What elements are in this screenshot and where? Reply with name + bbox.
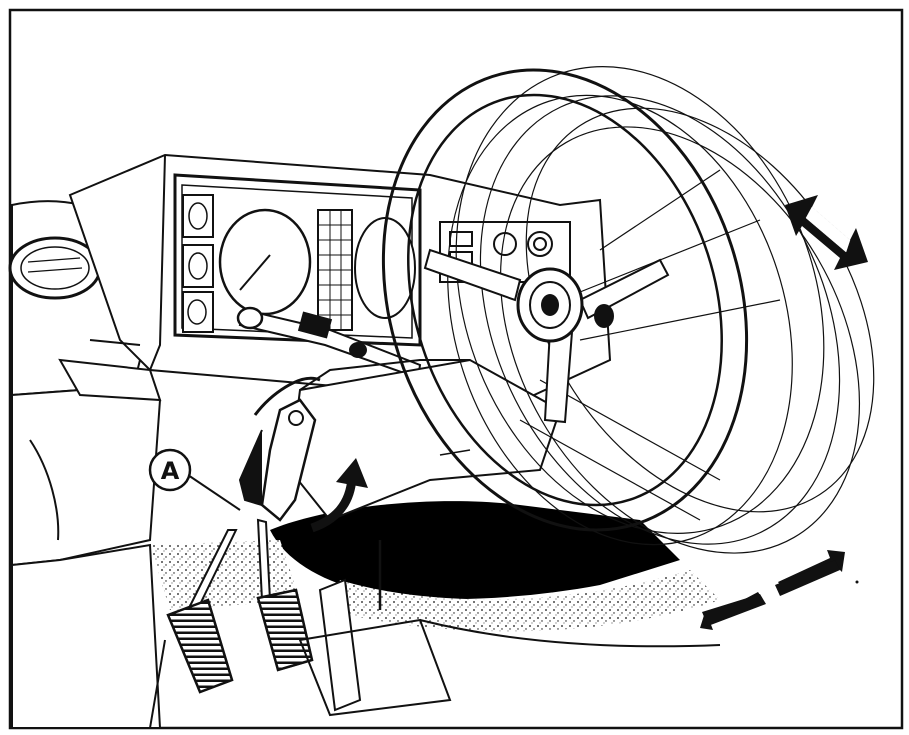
callout-a: A — [148, 448, 241, 511]
accelerator-area — [149, 578, 721, 729]
steering-wheel-icon — [381, 68, 749, 532]
pivot-arrow-icon — [310, 458, 368, 533]
warning-lights — [182, 194, 214, 333]
reach-arrow-icon — [700, 550, 845, 630]
tilt-arrow-icon — [785, 195, 868, 270]
brake-pedal — [256, 518, 314, 672]
column-adjust-lever — [238, 398, 317, 522]
bar-display — [317, 209, 353, 331]
callout-a-label: A — [161, 457, 180, 485]
steering-wheel-ghost-positions — [447, 66, 875, 554]
instrument-cluster — [173, 173, 422, 347]
air-vent — [8, 236, 102, 300]
indicator-stalk — [236, 306, 422, 380]
specks — [855, 580, 859, 584]
speedometer — [218, 208, 312, 316]
clutch-pedal — [166, 529, 238, 694]
